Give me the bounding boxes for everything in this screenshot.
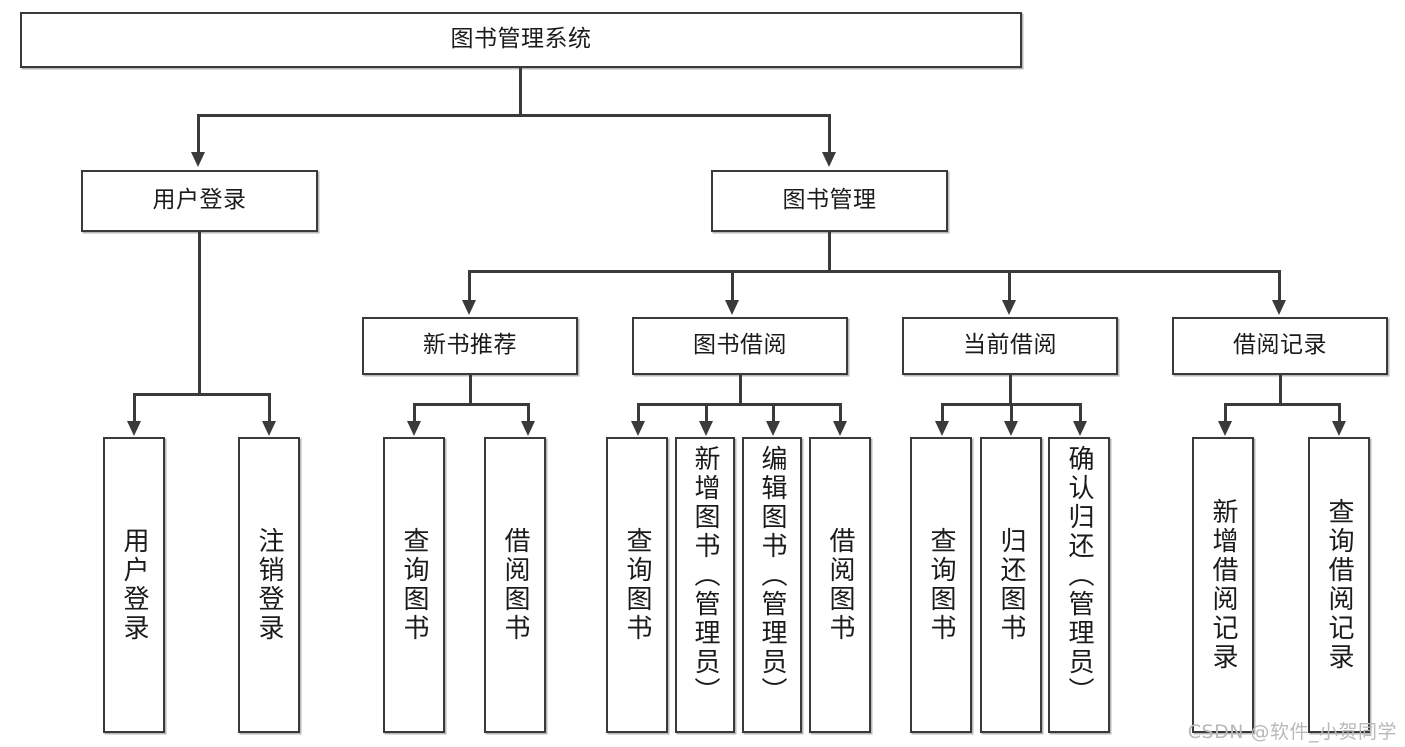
connector-book-management-stem <box>828 232 831 272</box>
node-label: 新增借阅记录 <box>1208 498 1238 672</box>
connector-cb-to-leaf-0 <box>941 403 944 421</box>
node-root-book-management-system[interactable]: 图书管理系统 <box>20 12 1022 68</box>
node-label: 借阅图书 <box>500 527 530 643</box>
arrow-bb-to-leaf-1 <box>699 421 713 436</box>
node-current-borrow[interactable]: 当前借阅 <box>902 317 1118 375</box>
arrow-to-current-borrow <box>1002 300 1016 315</box>
leaf-new-book-recommend-borrow-book[interactable]: 借阅图书 <box>484 437 546 733</box>
connector-br-to-leaf-0 <box>1224 403 1227 421</box>
arrow-to-book-borrow <box>725 300 739 315</box>
arrow-bb-to-leaf-2 <box>766 421 780 436</box>
leaf-user-login-login[interactable]: 用户登录 <box>103 437 165 733</box>
node-label: 确认归还（管理员） <box>1064 445 1094 706</box>
node-label: 借阅记录 <box>1233 332 1327 359</box>
leaf-current-borrow-query-book[interactable]: 查询图书 <box>910 437 972 733</box>
connector-to-borrow-record <box>1278 270 1281 302</box>
leaf-user-login-logout[interactable]: 注销登录 <box>238 437 300 733</box>
node-label: 用户登录 <box>119 527 149 643</box>
node-label: 用户登录 <box>152 187 247 214</box>
arrow-user-login-to-leaf-1 <box>262 421 276 436</box>
connector-root-stem <box>519 68 522 116</box>
csdn-watermark: CSDN @软件_小贺同学 <box>1187 721 1397 743</box>
node-label: 新书推荐 <box>423 332 517 359</box>
arrow-bb-to-leaf-3 <box>833 421 847 436</box>
node-label: 图书借阅 <box>693 332 787 359</box>
leaf-borrow-record-query-record[interactable]: 查询借阅记录 <box>1308 437 1370 733</box>
connector-cb-to-leaf-1 <box>1010 403 1013 421</box>
arrow-cb-to-leaf-0 <box>935 421 949 436</box>
connector-root-to-user-login <box>197 114 200 152</box>
connector-cb-to-leaf-2 <box>1079 403 1082 421</box>
connector-bb-to-leaf-1 <box>705 403 708 421</box>
connector-root-to-book-management <box>828 114 831 152</box>
connector-bb-to-leaf-0 <box>637 403 640 421</box>
arrow-root-to-user-login <box>191 152 205 167</box>
arrow-nbr-to-leaf-0 <box>407 421 421 436</box>
node-label: 查询图书 <box>399 527 429 643</box>
arrow-br-to-leaf-1 <box>1332 421 1346 436</box>
leaf-book-borrow-edit-book-admin[interactable]: 编辑图书（管理员） <box>742 437 802 733</box>
arrow-br-to-leaf-0 <box>1218 421 1232 436</box>
leaf-borrow-record-add-record[interactable]: 新增借阅记录 <box>1192 437 1254 733</box>
node-user-login[interactable]: 用户登录 <box>81 170 318 232</box>
leaf-current-borrow-return-book[interactable]: 归还图书 <box>980 437 1042 733</box>
connector-to-new-book-recommend <box>468 270 471 302</box>
node-book-borrow[interactable]: 图书借阅 <box>632 317 848 375</box>
connector-user-login-to-leaf-1 <box>268 393 271 421</box>
connector-to-current-borrow <box>1008 270 1011 302</box>
node-label: 归还图书 <box>996 527 1026 643</box>
arrow-to-borrow-record <box>1272 300 1286 315</box>
arrow-user-login-to-leaf-0 <box>127 421 141 436</box>
leaf-new-book-recommend-query-book[interactable]: 查询图书 <box>383 437 445 733</box>
connector-level2-bus <box>468 270 1280 273</box>
connector-user-login-bus <box>133 393 268 396</box>
leaf-book-borrow-add-book-admin[interactable]: 新增图书（管理员） <box>675 437 735 733</box>
node-label: 注销登录 <box>254 527 284 643</box>
arrow-root-to-book-management <box>822 152 836 167</box>
arrow-nbr-to-leaf-1 <box>521 421 535 436</box>
connector-bb-to-leaf-2 <box>772 403 775 421</box>
node-borrow-record[interactable]: 借阅记录 <box>1172 317 1388 375</box>
node-new-book-recommend[interactable]: 新书推荐 <box>362 317 578 375</box>
connector-new-book-recommend-bus <box>413 403 527 406</box>
arrow-to-new-book-recommend <box>462 300 476 315</box>
connector-to-book-borrow <box>731 270 734 302</box>
node-book-management[interactable]: 图书管理 <box>711 170 948 232</box>
connector-current-borrow-stem <box>1009 375 1012 405</box>
leaf-book-borrow-borrow-book[interactable]: 借阅图书 <box>809 437 871 733</box>
arrow-bb-to-leaf-0 <box>631 421 645 436</box>
connector-root-bus <box>197 114 831 117</box>
node-label: 查询借阅记录 <box>1324 498 1354 672</box>
connector-new-book-recommend-stem <box>469 375 472 405</box>
connector-nbr-to-leaf-1 <box>527 403 530 421</box>
node-label: 图书管理 <box>782 187 877 214</box>
connector-borrow-record-stem <box>1279 375 1282 405</box>
connector-nbr-to-leaf-0 <box>413 403 416 421</box>
node-label: 编辑图书（管理员） <box>757 445 787 706</box>
connector-user-login-stem <box>198 232 201 395</box>
node-label: 查询图书 <box>926 527 956 643</box>
node-label: 新增图书（管理员） <box>690 445 720 706</box>
connector-bb-to-leaf-3 <box>839 403 842 421</box>
connector-borrow-record-bus <box>1224 403 1338 406</box>
connector-book-borrow-stem <box>739 375 742 405</box>
arrow-cb-to-leaf-1 <box>1004 421 1018 436</box>
connector-br-to-leaf-1 <box>1338 403 1341 421</box>
arrow-cb-to-leaf-2 <box>1073 421 1087 436</box>
leaf-current-borrow-confirm-return-admin[interactable]: 确认归还（管理员） <box>1048 437 1110 733</box>
connector-user-login-to-leaf-0 <box>133 393 136 421</box>
connector-book-borrow-bus <box>637 403 841 406</box>
node-label: 当前借阅 <box>963 332 1057 359</box>
node-label: 借阅图书 <box>825 527 855 643</box>
leaf-book-borrow-query-book[interactable]: 查询图书 <box>606 437 668 733</box>
node-label: 图书管理系统 <box>450 26 592 53</box>
node-label: 查询图书 <box>622 527 652 643</box>
